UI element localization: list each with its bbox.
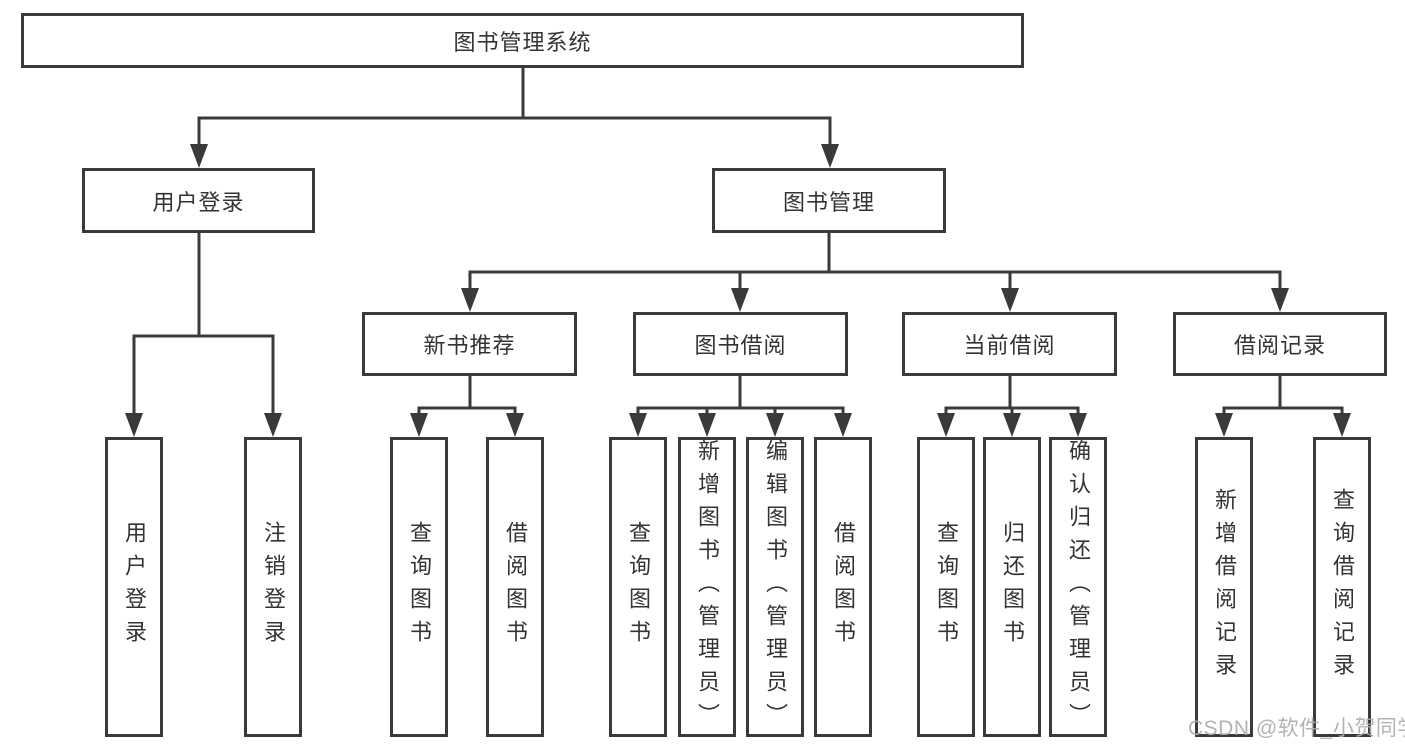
leaf-current-query-books-label: 查询图书 bbox=[934, 521, 959, 653]
leaf-current-confirm-return-admin-label: 确认归还（管理员） bbox=[1066, 438, 1091, 736]
leaf-logout-label: 注销登录 bbox=[261, 521, 286, 653]
leaf-newbook-query-books-label: 查询图书 bbox=[407, 521, 432, 653]
leaf-borrowing-borrow-books-label: 借阅图书 bbox=[831, 521, 856, 653]
node-user-login: 用户登录 bbox=[82, 168, 315, 233]
leaf-logout: 注销登录 bbox=[244, 437, 302, 737]
leaf-borrowing-query-books: 查询图书 bbox=[609, 437, 667, 737]
leaf-user-login-label: 用户登录 bbox=[122, 521, 147, 653]
leaf-borrowing-edit-books-admin-label: 编辑图书（管理员） bbox=[763, 438, 788, 736]
node-current-borrowing-label: 当前借阅 bbox=[963, 333, 1056, 358]
leaf-records-query-record-label: 查询借阅记录 bbox=[1330, 488, 1355, 686]
leaf-newbook-borrow-books: 借阅图书 bbox=[486, 437, 544, 737]
leaf-borrowing-add-books-admin: 新增图书（管理员） bbox=[678, 437, 736, 737]
node-user-login-label: 用户登录 bbox=[152, 189, 245, 215]
csdn-watermark: CSDN @软件_小贺同学 bbox=[1188, 717, 1405, 740]
leaf-records-add-record-label: 新增借阅记录 bbox=[1212, 488, 1237, 686]
node-book-borrowing: 图书借阅 bbox=[633, 312, 848, 376]
leaf-current-return-books: 归还图书 bbox=[983, 437, 1041, 737]
leaf-user-login: 用户登录 bbox=[105, 437, 163, 737]
leaf-borrowing-borrow-books: 借阅图书 bbox=[814, 437, 872, 737]
node-borrowing-records-label: 借阅记录 bbox=[1233, 333, 1326, 358]
leaf-newbook-query-books: 查询图书 bbox=[390, 437, 448, 737]
leaf-current-confirm-return-admin: 确认归还（管理员） bbox=[1049, 437, 1107, 737]
leaf-borrowing-edit-books-admin: 编辑图书（管理员） bbox=[746, 437, 804, 737]
leaf-borrowing-add-books-admin-label: 新增图书（管理员） bbox=[695, 438, 720, 736]
node-new-book-recommend-label: 新书推荐 bbox=[423, 333, 516, 358]
node-book-management-label: 图书管理 bbox=[782, 189, 875, 215]
node-borrowing-records: 借阅记录 bbox=[1173, 312, 1387, 376]
node-root: 图书管理系统 bbox=[21, 13, 1024, 68]
leaf-records-add-record: 新增借阅记录 bbox=[1195, 437, 1253, 737]
arrowhead-icons bbox=[125, 144, 1351, 437]
leaf-current-query-books: 查询图书 bbox=[917, 437, 975, 737]
leaf-newbook-borrow-books-label: 借阅图书 bbox=[503, 521, 528, 653]
node-current-borrowing: 当前借阅 bbox=[902, 312, 1117, 376]
leaf-records-query-record: 查询借阅记录 bbox=[1313, 437, 1371, 737]
leaf-borrowing-query-books-label: 查询图书 bbox=[626, 521, 651, 653]
node-root-label: 图书管理系统 bbox=[453, 29, 592, 55]
leaf-current-return-books-label: 归还图书 bbox=[1000, 521, 1025, 653]
node-book-management: 图书管理 bbox=[712, 168, 946, 233]
node-book-borrowing-label: 图书借阅 bbox=[694, 333, 787, 358]
node-new-book-recommend: 新书推荐 bbox=[362, 312, 577, 376]
